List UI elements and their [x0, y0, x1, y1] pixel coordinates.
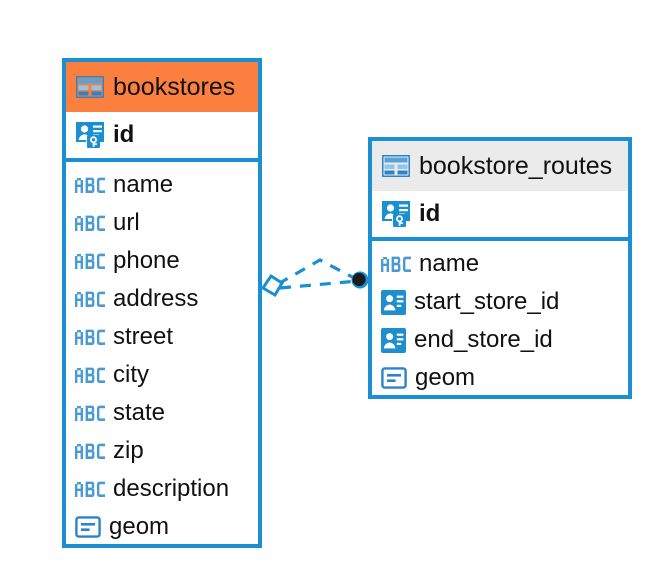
field-label: state [113, 399, 166, 426]
field-row[interactable]: geom [66, 508, 258, 546]
relationship-line-upper [277, 258, 359, 286]
abc-text-icon [75, 291, 105, 307]
abc-text-icon [75, 443, 105, 459]
field-label: address [113, 285, 199, 312]
abc-text-icon [381, 256, 411, 272]
abc-text-icon [75, 215, 105, 231]
field-label: city [113, 361, 149, 388]
field-row[interactable]: url [66, 204, 258, 242]
geometry-icon [381, 366, 407, 390]
entity-header-bookstores[interactable]: bookstores [66, 62, 258, 112]
abc-text-icon [75, 481, 105, 497]
table-icon [76, 76, 104, 98]
geometry-icon [75, 515, 101, 539]
field-label: geom [415, 364, 476, 391]
entity-title: bookstores [113, 72, 236, 101]
field-label: url [113, 209, 140, 236]
field-row[interactable]: zip [66, 432, 258, 470]
abc-text-icon [75, 329, 105, 345]
field-label: street [113, 323, 174, 350]
field-label: description [113, 475, 230, 502]
field-row[interactable]: description [66, 470, 258, 508]
entity-header-bookstore-routes[interactable]: bookstore_routes [372, 141, 628, 191]
field-label: end_store_id [414, 326, 553, 353]
entity-body-bookstores: id name [66, 112, 258, 546]
field-label: zip [113, 437, 144, 464]
field-row[interactable]: id [372, 191, 628, 241]
relationship-line-lower [279, 279, 359, 290]
abc-text-icon [75, 177, 105, 193]
field-row[interactable]: phone [66, 242, 258, 280]
abc-text-icon [75, 253, 105, 269]
field-row[interactable]: start_store_id [372, 283, 628, 321]
entity-body-bookstore-routes: id name [372, 191, 628, 397]
field-row[interactable]: name [372, 245, 628, 283]
filled-circle-marker [351, 271, 369, 289]
field-row[interactable]: state [66, 394, 258, 432]
field-row[interactable]: address [66, 280, 258, 318]
entity-title: bookstore_routes [419, 151, 613, 180]
field-label: name [419, 250, 480, 277]
field-label: id [419, 200, 441, 227]
field-row[interactable]: geom [372, 359, 628, 397]
field-label: name [113, 171, 174, 198]
entity-bookstore-routes[interactable]: bookstore_routes [368, 137, 632, 399]
primary-key-icon [381, 200, 411, 228]
entity-bookstores[interactable]: bookstores [62, 58, 262, 548]
field-label: id [113, 121, 135, 148]
field-label: geom [109, 513, 170, 540]
field-row[interactable]: id [66, 112, 258, 162]
relationship-connector[interactable] [258, 250, 380, 312]
foreign-key-icon [381, 289, 406, 315]
diamond-marker [260, 273, 285, 298]
abc-text-icon [75, 405, 105, 421]
table-icon [382, 155, 410, 177]
field-row[interactable]: end_store_id [372, 321, 628, 359]
field-label: start_store_id [414, 288, 560, 315]
foreign-key-icon [381, 327, 406, 353]
field-row[interactable]: street [66, 318, 258, 356]
abc-text-icon [75, 367, 105, 383]
field-row[interactable]: name [66, 166, 258, 204]
primary-key-icon [75, 121, 105, 149]
field-row[interactable]: city [66, 356, 258, 394]
field-label: phone [113, 247, 180, 274]
